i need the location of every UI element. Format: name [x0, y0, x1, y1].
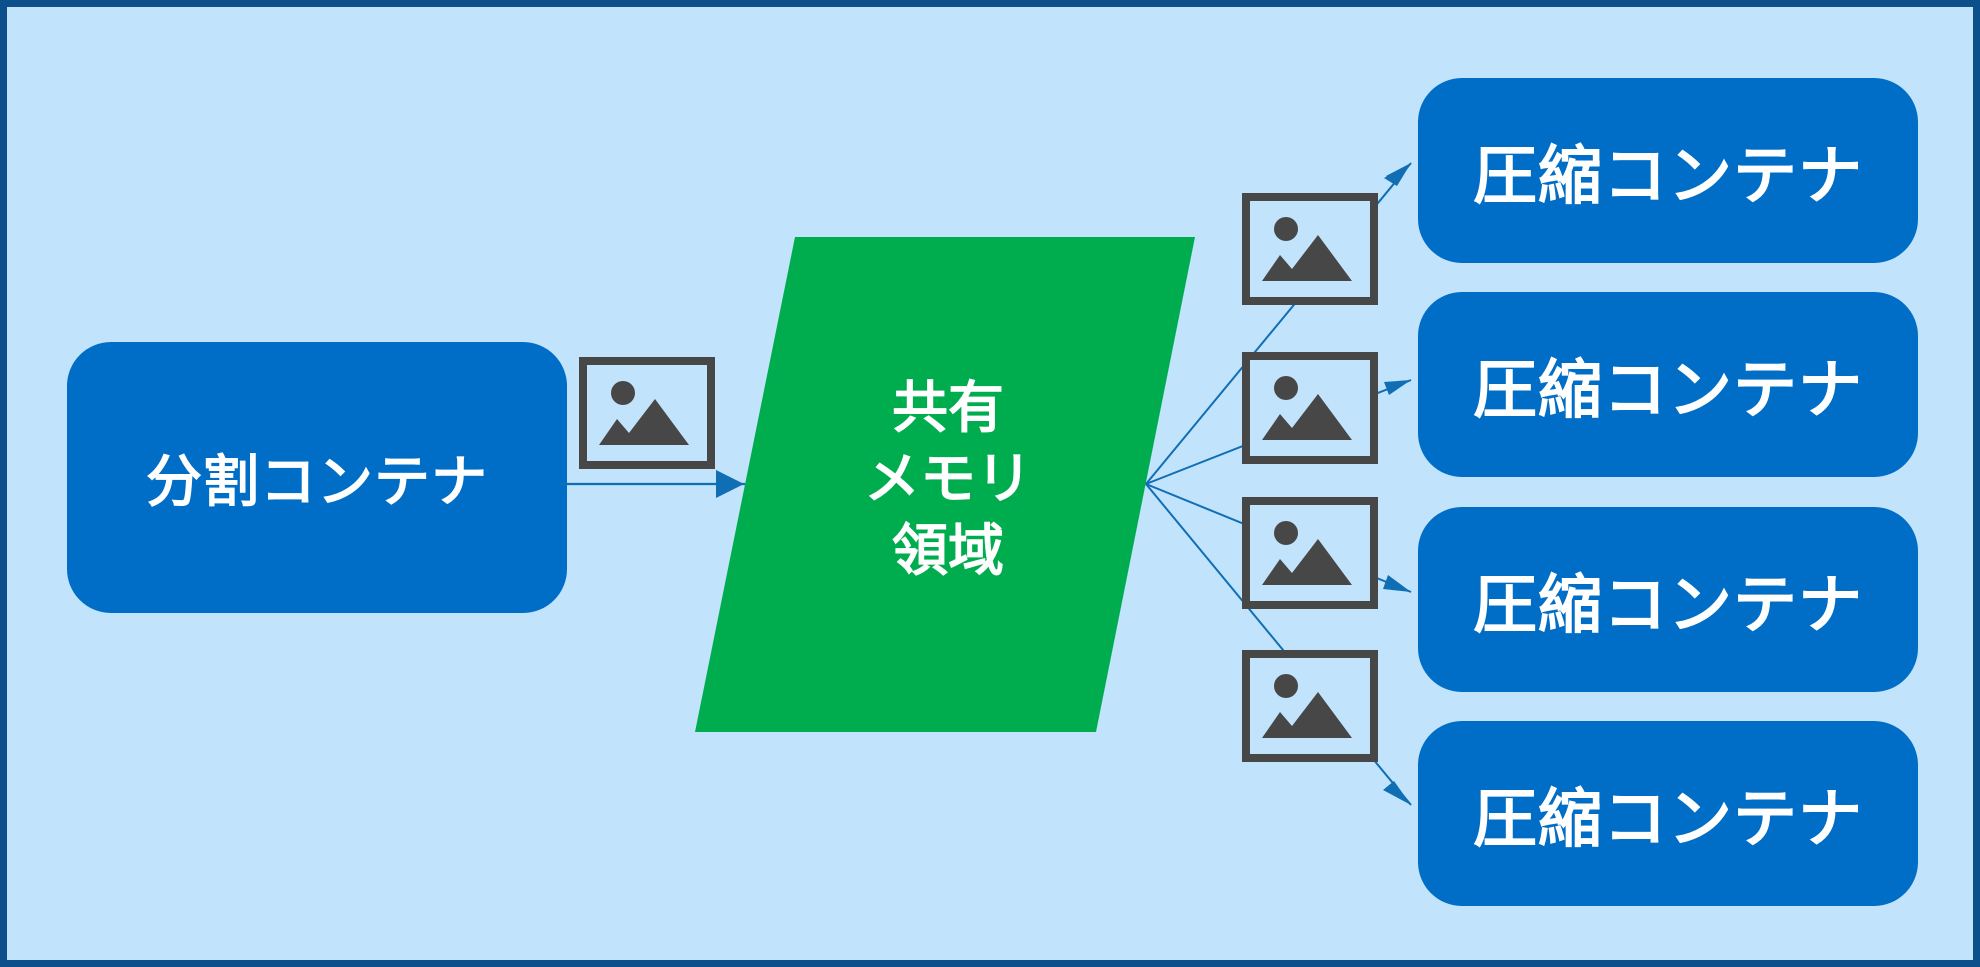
compression-container-3: 圧縮コンテナ [1418, 507, 1918, 692]
compression-container-2: 圧縮コンテナ [1418, 292, 1918, 477]
arrowhead [1383, 575, 1411, 592]
shared-memory-label: 共有 メモリ 領域 [864, 376, 1032, 584]
arrowhead [1383, 781, 1411, 805]
image-icon [583, 361, 711, 465]
compression-container-label: 圧縮コンテナ [1473, 568, 1863, 643]
image-icon [1246, 197, 1374, 301]
image-icon [1246, 654, 1374, 758]
compression-container-label: 圧縮コンテナ [1473, 139, 1863, 214]
compression-container-label: 圧縮コンテナ [1473, 782, 1863, 857]
shared-memory-region [695, 237, 1195, 732]
image-icon [1246, 501, 1374, 605]
compression-container-4: 圧縮コンテナ [1418, 721, 1918, 906]
arrowhead [1384, 163, 1411, 186]
compression-container-label: 圧縮コンテナ [1473, 353, 1863, 428]
compression-container-1: 圧縮コンテナ [1418, 78, 1918, 263]
split-container: 分割コンテナ [67, 342, 567, 613]
arrowhead [1384, 380, 1411, 395]
arrowhead [716, 470, 744, 498]
image-icon [1246, 356, 1374, 460]
split-container-label: 分割コンテナ [146, 450, 488, 515]
